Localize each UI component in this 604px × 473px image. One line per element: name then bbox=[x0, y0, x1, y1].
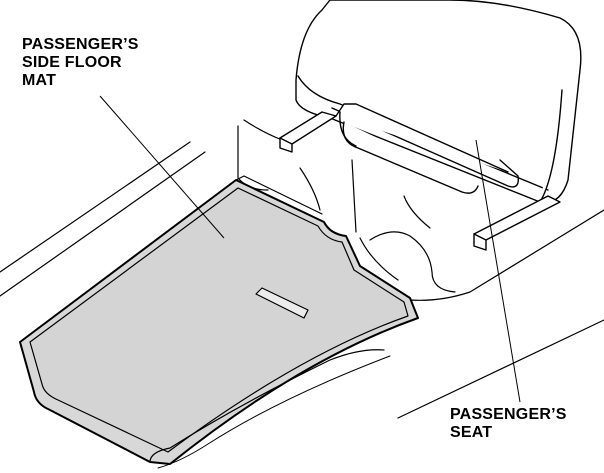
floor-mat-label: PASSENGER’S SIDE FLOOR MAT bbox=[22, 36, 139, 90]
seat-label: PASSENGER’S SEAT bbox=[450, 406, 567, 442]
floor-mat-label-line-2: SIDE FLOOR bbox=[22, 54, 122, 71]
seat-label-line-2: SEAT bbox=[450, 424, 493, 441]
seat-label-line-1: PASSENGER’S bbox=[450, 406, 567, 423]
passenger-floor-mat bbox=[19, 175, 419, 469]
leader-line-floor-mat bbox=[99, 95, 225, 239]
leader-lines bbox=[99, 95, 521, 403]
floor-mat-label-line-3: MAT bbox=[22, 72, 57, 89]
leader-line-seat bbox=[475, 139, 521, 403]
vehicle-floor-outline bbox=[0, 119, 604, 419]
passenger-seat bbox=[279, 0, 582, 251]
floor-mat-label-line-1: PASSENGER’S bbox=[22, 36, 139, 53]
